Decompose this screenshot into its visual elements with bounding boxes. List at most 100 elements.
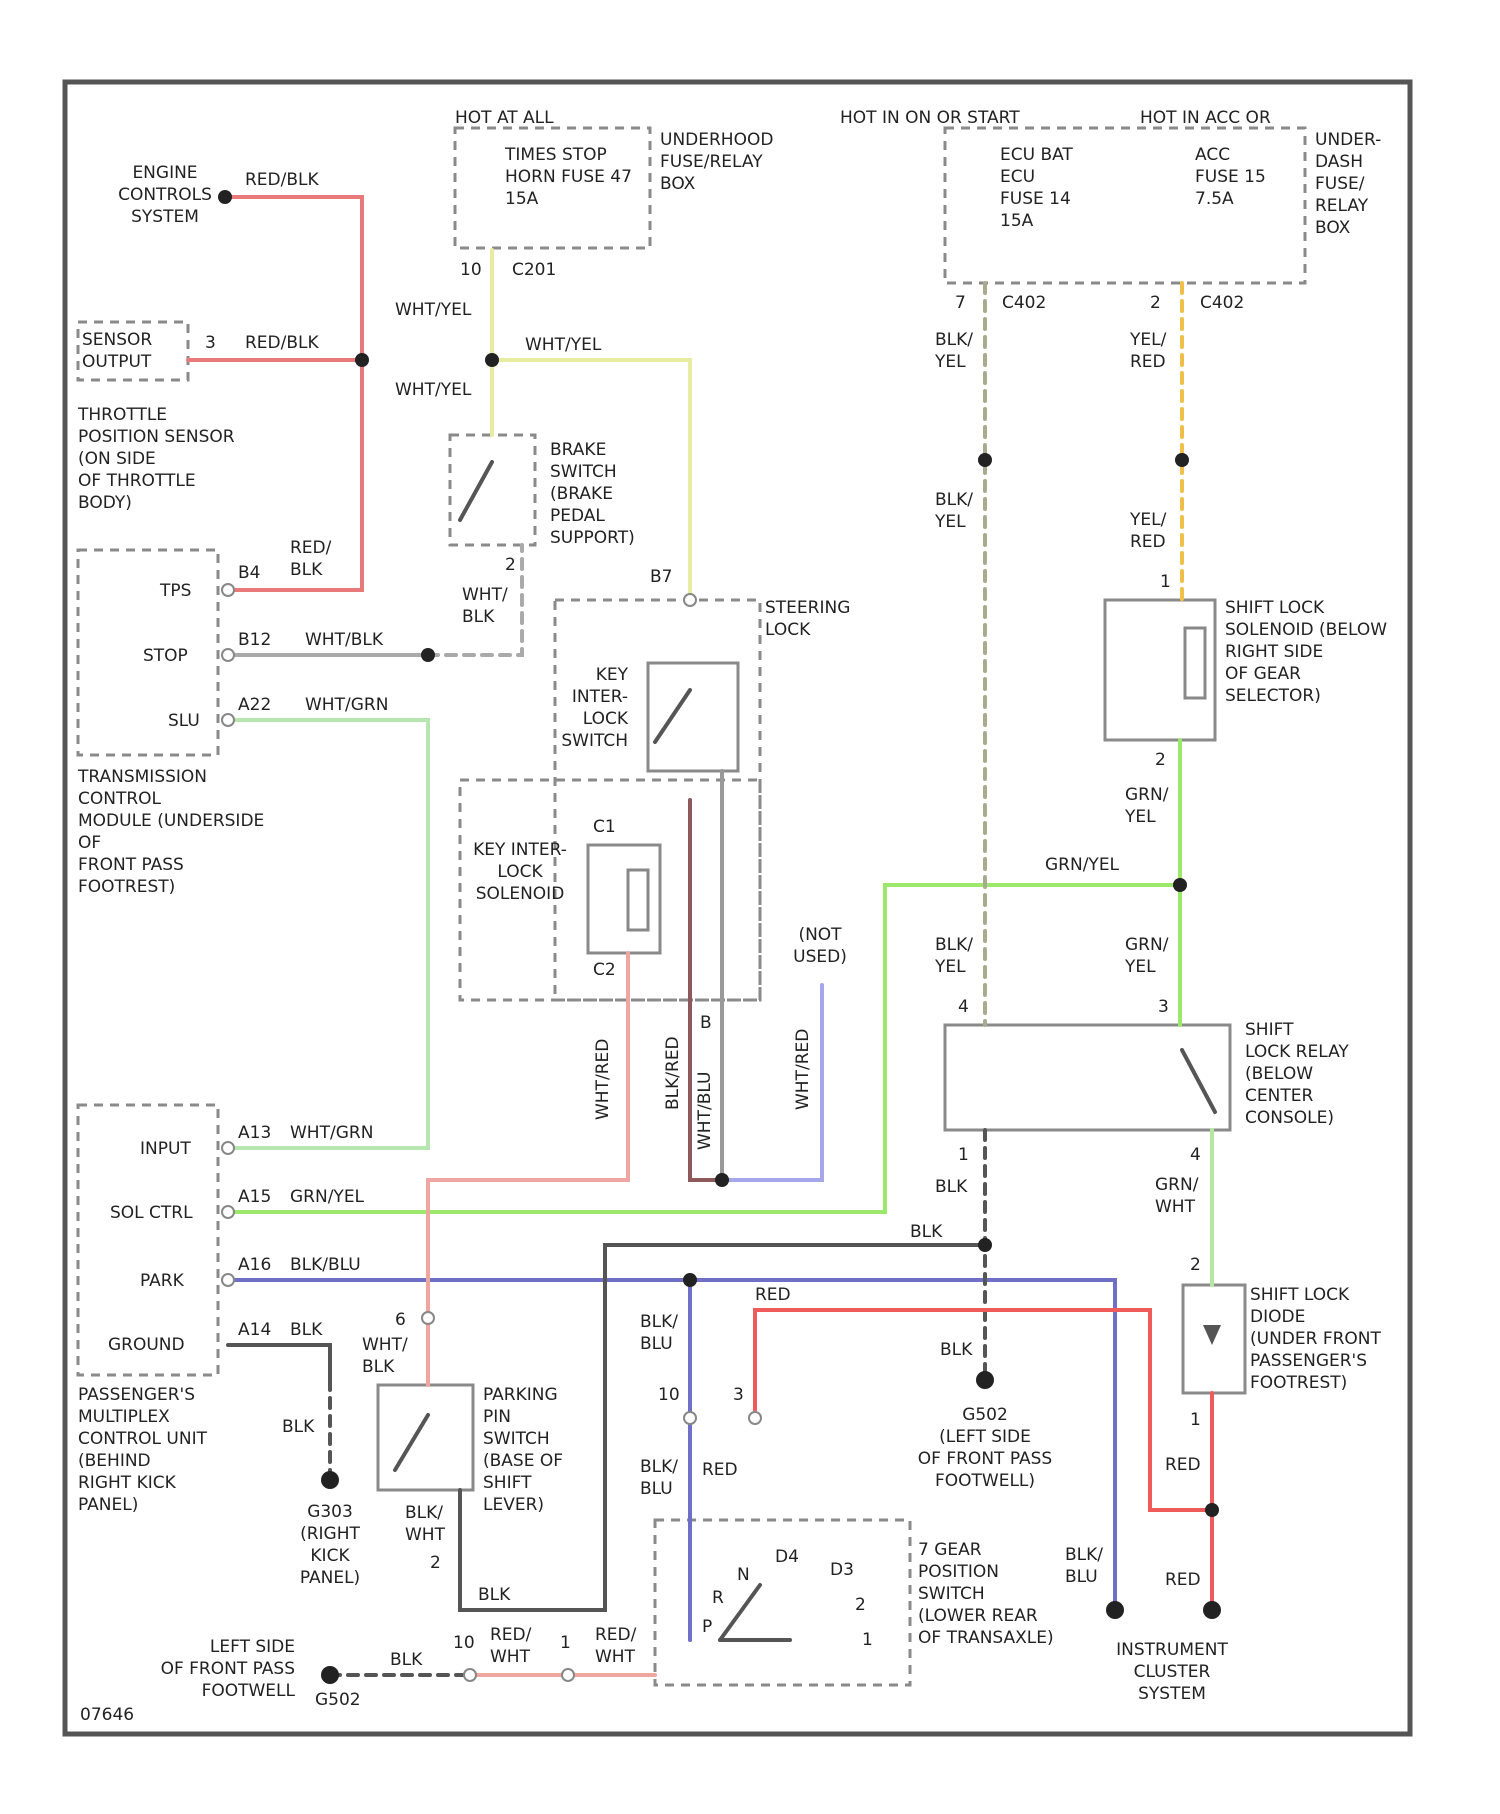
- label-hot-in-acc: HOT IN ACC OR: [1140, 108, 1271, 128]
- label-pin: A13: [238, 1123, 271, 1143]
- label-wht-blu: WHT/BLU: [695, 1072, 715, 1150]
- label-grn-yel: GRN/YEL: [1045, 855, 1120, 875]
- label-blk-yel: BLK/YEL: [934, 490, 973, 532]
- label-brake-switch: BRAKESWITCH(BRAKEPEDALSUPPORT): [550, 440, 635, 548]
- label-ground: GROUND: [108, 1335, 185, 1355]
- label-red: RED: [702, 1460, 738, 1480]
- label-gear-pos: D3: [830, 1560, 854, 1580]
- wire-grn-yel-solctrl: [228, 885, 1180, 1212]
- label-grn-yel: GRN/YEL: [1124, 785, 1169, 827]
- label-wht-blk: WHT/BLK: [305, 630, 384, 650]
- parking-pin-switch-box: [378, 1385, 473, 1490]
- connector-pin: [562, 1669, 574, 1681]
- shift-lock-solenoid-box: [1105, 600, 1215, 740]
- label-pin: 2: [1190, 1255, 1201, 1275]
- steering-lock-box: [555, 600, 760, 1000]
- label-blk-red: BLK/RED: [663, 1036, 683, 1110]
- junction-dot: [683, 1273, 697, 1287]
- connector-pin: [222, 1274, 234, 1286]
- label-tps: TPS: [159, 581, 191, 601]
- label-shift-lock-diode: SHIFT LOCKDIODE(UNDER FRONTPASSENGER'SFO…: [1250, 1285, 1382, 1393]
- junction-dot: [978, 1238, 992, 1252]
- junction-dot: [978, 453, 992, 467]
- label-blk: BLK: [478, 1585, 511, 1605]
- label-wht-blk: WHT/BLK: [462, 585, 508, 627]
- label-pin: 10: [658, 1385, 680, 1405]
- label-blk: BLK: [910, 1222, 943, 1242]
- label-drawing-id: 07646: [80, 1705, 134, 1725]
- label-blk: BLK: [390, 1650, 423, 1670]
- label-blk-blu: BLK/BLU: [640, 1457, 678, 1499]
- junction-dot: [485, 353, 499, 367]
- label-blk-wht: BLK/WHT: [405, 1503, 446, 1545]
- junction-dot: [355, 353, 369, 367]
- label-wht-grn: WHT/GRN: [305, 695, 388, 715]
- label-pin: A16: [238, 1255, 271, 1275]
- label-pin: 10: [453, 1633, 475, 1653]
- label-pin: 3: [205, 333, 216, 353]
- label-pin: 2: [505, 555, 516, 575]
- cluster-terminal: [1106, 1601, 1124, 1619]
- junction-dot: [1175, 453, 1189, 467]
- cluster-terminal: [1203, 1601, 1221, 1619]
- label-blk-blu: BLK/BLU: [1065, 1545, 1103, 1587]
- label-g502-left: G502: [315, 1690, 361, 1710]
- label-wht-red: WHT/RED: [793, 1029, 813, 1110]
- junction-dot: [1205, 1503, 1219, 1517]
- connector-pin: [464, 1669, 476, 1681]
- connector-pin: [222, 649, 234, 661]
- under-dash-fuse-box-outline: [945, 128, 1305, 283]
- label-connector: C402: [1002, 293, 1046, 313]
- label-red: RED: [755, 1285, 791, 1305]
- diode-icon: [1203, 1325, 1221, 1345]
- label-pin: B7: [650, 567, 672, 587]
- label-pin: 3: [1158, 997, 1169, 1017]
- label-park: PARK: [140, 1271, 185, 1291]
- label-wht-blk: WHT/BLK: [362, 1335, 408, 1377]
- label-blk-yel: BLK/YEL: [934, 935, 973, 977]
- label-connector: C402: [1200, 293, 1244, 313]
- key-interlock-switch-box: [648, 663, 738, 771]
- label-pin: 1: [1190, 1410, 1201, 1430]
- connector-pin: [684, 594, 696, 606]
- label-grn-wht: GRN/WHT: [1155, 1175, 1199, 1217]
- label-grn-yel: GRN/YEL: [1124, 935, 1169, 977]
- solenoid-coil-icon: [1185, 628, 1205, 698]
- label-pin: 1: [1160, 572, 1171, 592]
- label-red-blk: RED/BLK: [245, 333, 320, 353]
- junction-dot: [421, 648, 435, 662]
- label-blk-blu: BLK/BLU: [640, 1312, 678, 1354]
- label-red-blk: RED/BLK: [245, 170, 320, 190]
- label-gear-pos: 2: [855, 1595, 866, 1615]
- connector-pin: [222, 714, 234, 726]
- wire-red-blk-engine: [225, 197, 362, 590]
- label-wht-yel: WHT/YEL: [395, 300, 472, 320]
- junction-dot: [1173, 878, 1187, 892]
- label-gear-pos: D4: [775, 1547, 799, 1567]
- label-gear-pos: P: [702, 1617, 712, 1637]
- label-pin: 7: [955, 293, 966, 313]
- label-red-wht: RED/WHT: [490, 1625, 532, 1667]
- label-pin: B12: [238, 630, 271, 650]
- label-red-blk: RED/BLK: [290, 538, 332, 580]
- ground-point-g303: [321, 1471, 339, 1489]
- label-pin: C2: [593, 960, 616, 980]
- label-times-stop: TIMES STOPHORN FUSE 4715A: [504, 145, 632, 209]
- diagram-frame: [65, 82, 1410, 1734]
- gear-switch-box: [655, 1520, 910, 1685]
- label-blk: BLK: [935, 1177, 968, 1197]
- label-slu: SLU: [168, 711, 200, 731]
- label-blk-blu: BLK/BLU: [290, 1255, 361, 1275]
- connector-pin: [422, 1312, 434, 1324]
- label-connector: C201: [512, 260, 556, 280]
- label-pin: 4: [1190, 1145, 1201, 1165]
